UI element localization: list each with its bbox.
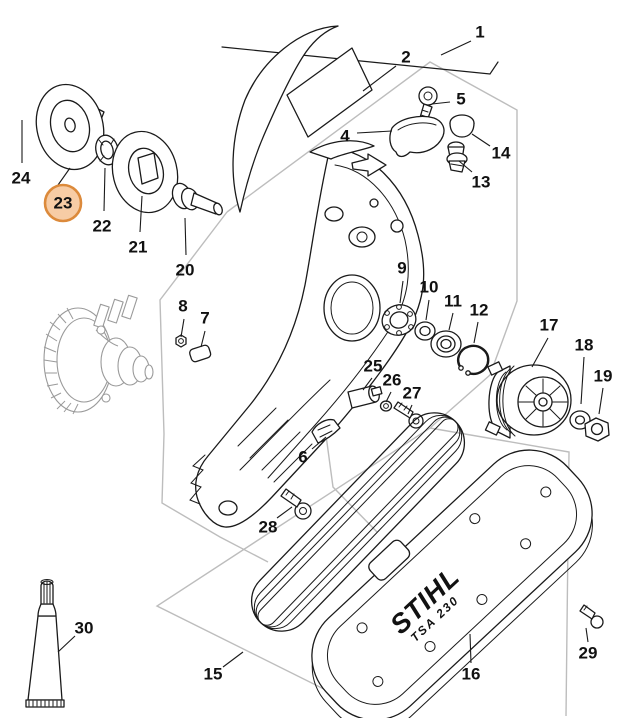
part-label-15[interactable]: 15: [204, 665, 223, 684]
screw-28: [280, 488, 312, 520]
leader-line-28: [276, 506, 293, 519]
part-label-30[interactable]: 30: [75, 619, 94, 638]
part-label-23[interactable]: 23: [54, 194, 73, 213]
flange-washer-21: [111, 130, 179, 214]
part-label-2[interactable]: 2: [401, 48, 410, 67]
part-label-9[interactable]: 9: [397, 259, 406, 278]
leader-line-4: [356, 130, 393, 134]
part-label-13[interactable]: 13: [472, 173, 491, 192]
part-label-14[interactable]: 14: [492, 144, 511, 163]
clutch-drum-17: [484, 361, 572, 439]
deflector-4: [389, 115, 445, 158]
highlight-circle-part-23[interactable]: [43, 183, 83, 223]
guard-sticker: [286, 47, 373, 138]
part-label-1[interactable]: 1: [475, 23, 484, 42]
leader-line-29: [585, 627, 589, 643]
leader-line-17: [531, 337, 549, 368]
wheel-guard: [232, 25, 373, 213]
part-label-11[interactable]: 11: [444, 292, 462, 311]
leader-line-8: [180, 318, 185, 338]
bearing-11: [430, 330, 462, 358]
leader-line-21: [139, 195, 143, 233]
clamp-25: [347, 385, 383, 409]
spring-clip-6: [311, 418, 341, 444]
washer-18: [569, 410, 591, 430]
part-label-8[interactable]: 8: [178, 297, 187, 316]
leader-line-23: [57, 167, 71, 186]
part-label-16[interactable]: 16: [462, 665, 481, 684]
leader-line-26: [385, 391, 392, 403]
buffer-7: [189, 344, 212, 363]
leader-line-1: [440, 40, 472, 56]
part-label-19[interactable]: 19: [594, 367, 613, 386]
leader-line-19: [598, 387, 604, 415]
leader-line-30: [57, 635, 76, 653]
part-label-6[interactable]: 6: [298, 448, 307, 467]
leader-line-25: [362, 377, 373, 391]
part-label-10[interactable]: 10: [420, 278, 439, 297]
gear-head-housing: [189, 140, 425, 528]
reference-motor: [43, 294, 154, 415]
leader-line-11: [448, 312, 454, 331]
leader-line-12: [473, 321, 479, 344]
part-label-17[interactable]: 17: [540, 316, 559, 335]
assembly-bracket-line: [221, 46, 499, 75]
part-label-26[interactable]: 26: [383, 371, 402, 390]
lock-washer-22: [95, 134, 119, 166]
belt-cover: STIHL TSA 230: [311, 449, 593, 718]
v-belt: [250, 412, 466, 632]
leader-line-2: [362, 65, 397, 92]
part-label-18[interactable]: 18: [575, 336, 594, 355]
screw-27: [393, 401, 424, 429]
leader-line-14: [471, 133, 491, 147]
snap-ring-12: [457, 344, 490, 376]
plug-13: [446, 141, 468, 173]
screw-29: [579, 604, 604, 629]
leader-line-16: [469, 633, 472, 664]
part-label-20[interactable]: 20: [176, 261, 195, 280]
nut-19: [584, 417, 610, 442]
spindle-20: [171, 182, 223, 216]
leader-line-18: [580, 356, 585, 405]
leader-line-7: [200, 330, 206, 348]
part-label-4[interactable]: 4: [340, 127, 350, 146]
part-label-22[interactable]: 22: [93, 217, 112, 236]
washer-10: [414, 321, 436, 341]
leader-line-10: [425, 299, 430, 321]
part-label-5[interactable]: 5: [456, 90, 465, 109]
leader-line-9: [399, 280, 404, 304]
leader-line-5: [431, 101, 451, 105]
part-label-27[interactable]: 27: [403, 384, 422, 403]
leader-line-27: [407, 404, 413, 415]
leader-line-15: [222, 651, 244, 668]
group-boundary-lines: [155, 61, 570, 717]
leader-line-6: [311, 436, 327, 450]
rotation-arrow: [351, 153, 387, 177]
part-label-25[interactable]: 25: [364, 357, 383, 376]
nut-26: [379, 400, 393, 412]
leader-line-22: [103, 167, 106, 212]
cap-14: [449, 114, 475, 138]
part-label-12[interactable]: 12: [470, 301, 489, 320]
leader-line-13: [458, 160, 473, 173]
ball-bearing-9: [381, 304, 417, 336]
part-label-21[interactable]: 21: [129, 238, 148, 257]
leader-line-20: [184, 217, 187, 256]
part-label-28[interactable]: 28: [259, 518, 278, 537]
part-label-7[interactable]: 7: [200, 309, 209, 328]
washer-disc-23: [35, 83, 105, 171]
adhesive-tube-30: [25, 579, 65, 708]
part-label-29[interactable]: 29: [579, 644, 598, 663]
part-label-24[interactable]: 24: [12, 169, 31, 188]
